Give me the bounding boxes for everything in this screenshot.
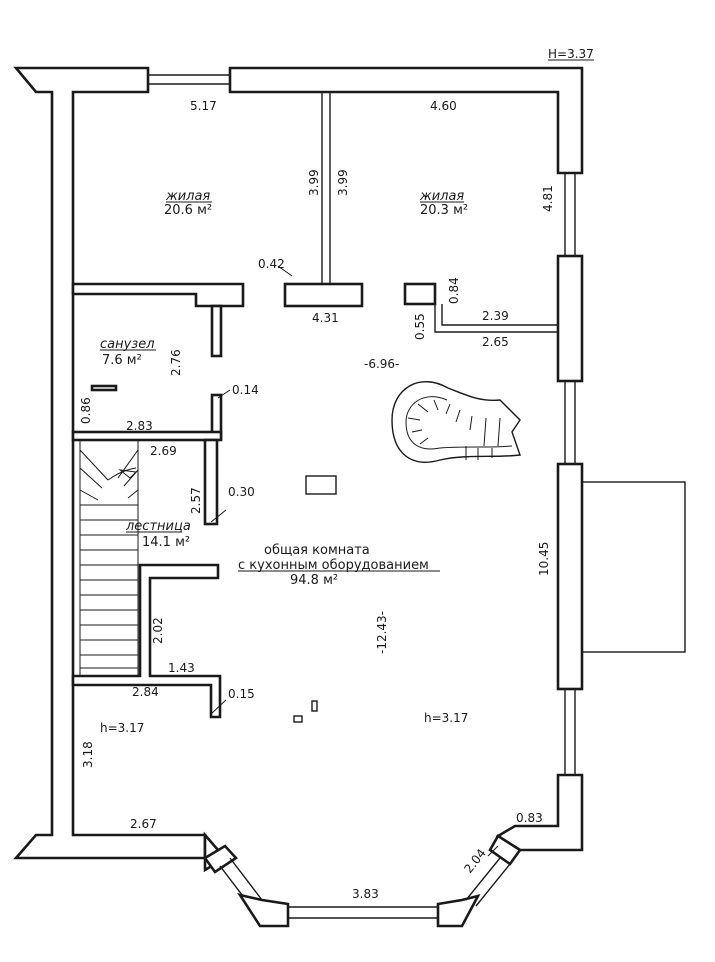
dim-084: 0.84 (447, 277, 461, 304)
partition-base (283, 282, 364, 308)
dim-143: 1.43 (168, 661, 195, 675)
dim-partition-a: 3.99 (307, 169, 321, 196)
dim-276: 2.76 (169, 349, 183, 376)
top-exterior-wall (228, 66, 584, 175)
bay-corner-left (237, 893, 290, 928)
room-living1-area: 20.6 м² (164, 203, 212, 218)
dim-083: 0.83 (516, 811, 543, 825)
bay-wall-outer (203, 844, 238, 874)
room-bath-area: 7.6 м² (102, 353, 142, 368)
dim-right-upper: 4.81 (541, 185, 555, 212)
dim-265: 2.65 (482, 335, 509, 349)
left-exterior-wall (13, 66, 207, 860)
terrace-outline (581, 481, 686, 653)
dim-318: 3.18 (81, 741, 95, 768)
wall-stair-landing (71, 563, 222, 719)
room-common-line1: общая комната (264, 543, 370, 558)
dim-202: 2.02 (151, 617, 165, 644)
column-small (293, 715, 303, 723)
dim-055: 0.55 (413, 313, 427, 340)
dim-239: 2.39 (482, 309, 509, 323)
room-living1-name: жилая (165, 189, 210, 204)
dim-267: 2.67 (130, 817, 157, 831)
dim-383: 3.83 (352, 887, 379, 901)
window-right-lower (564, 689, 576, 775)
column-small-2 (311, 700, 318, 712)
window-right-middle (564, 381, 576, 464)
wall-bath-top (71, 282, 245, 308)
height-right: h=3.17 (424, 711, 468, 725)
dim-204: 2.04 (461, 846, 488, 876)
room-common-line2: с кухонным оборудованием (238, 558, 429, 573)
dim-284: 2.84 (132, 685, 159, 699)
bay-right-wall (488, 834, 522, 866)
dim-269: 2.69 (150, 444, 177, 458)
wall-bath-bottom (71, 430, 223, 442)
wall-living2-bottom (434, 304, 558, 333)
wall-bath-stub (210, 304, 223, 358)
bath-fixture (90, 384, 118, 392)
height-left: h=3.17 (100, 721, 144, 735)
room-stairs-area: 14.1 м² (142, 535, 190, 550)
kitchen-island (305, 475, 337, 495)
room-living2-area: 20.3 м² (420, 203, 468, 218)
window-top-left (148, 74, 230, 85)
window-right-upper (564, 173, 576, 256)
height-marker: H=3.37 (548, 47, 594, 61)
dim-014: 0.14 (232, 383, 259, 397)
dim-030: 0.30 (228, 485, 255, 499)
dim-top-left: 5.17 (190, 99, 217, 113)
dim-1243: -12.43- (375, 611, 389, 654)
right-wall-segment-1 (556, 254, 584, 383)
right-wall-segment-2 (556, 462, 584, 691)
leader-lines (210, 265, 499, 857)
dim-283: 2.83 (126, 419, 153, 433)
dim-696: -6.96- (364, 357, 399, 371)
dim-partition-b: 3.99 (336, 169, 350, 196)
dim-015: 0.15 (228, 687, 255, 701)
room-living2-name: жилая (419, 189, 464, 204)
dim-1045: 10.45 (537, 542, 551, 576)
straight-staircase (79, 440, 139, 676)
bay-window-right (465, 857, 511, 907)
bay-corner-right (436, 894, 481, 928)
spiral-staircase (391, 381, 521, 463)
dim-086: 0.86 (79, 397, 93, 424)
dim-431: 4.31 (312, 311, 339, 325)
dim-042: 0.42 (258, 257, 285, 271)
dim-257: 2.57 (189, 487, 203, 514)
room-bath-name: санузел (100, 337, 155, 352)
room-common-area: 94.8 м² (290, 573, 338, 588)
bay-window-bottom (288, 906, 438, 919)
wall-stair-right (203, 438, 219, 526)
wall-living2-block (403, 282, 437, 306)
dim-top-right: 4.60 (430, 99, 457, 113)
partition-living (321, 92, 331, 284)
room-stairs-name: лестница (125, 519, 191, 534)
